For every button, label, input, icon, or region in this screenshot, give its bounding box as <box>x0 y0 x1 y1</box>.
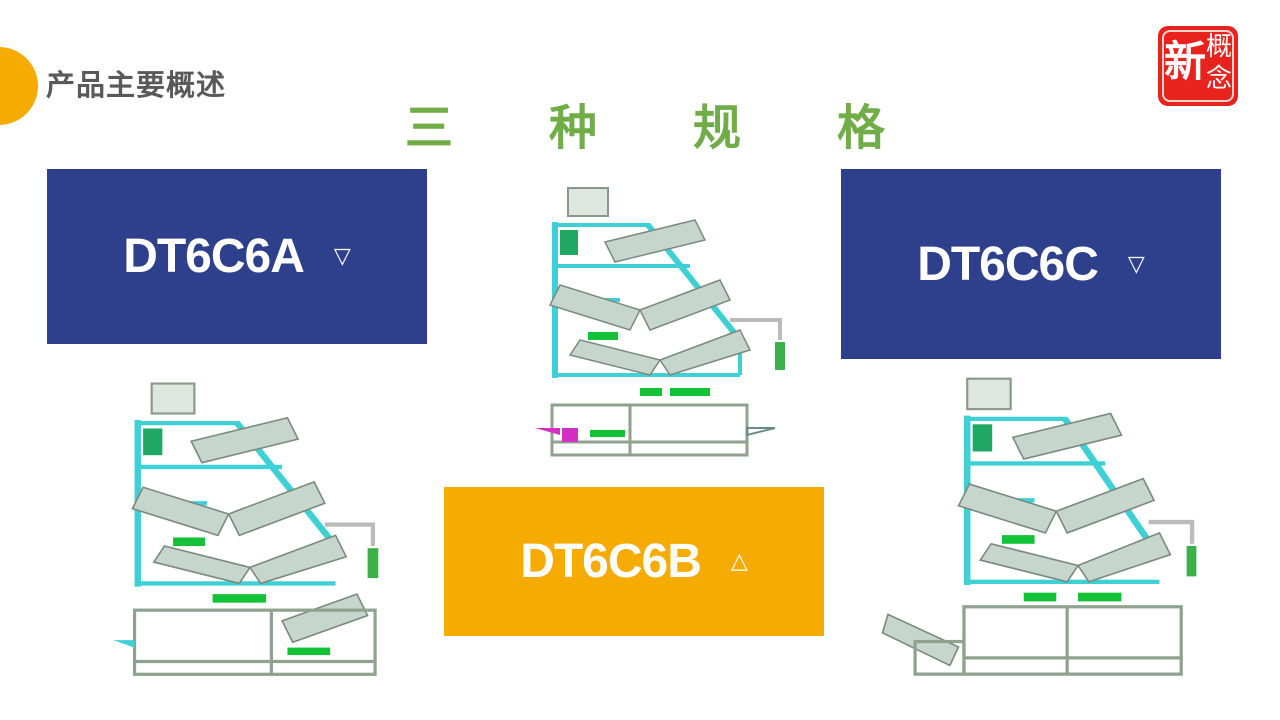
model-a-label: DT6C6A <box>123 230 305 283</box>
main-title-char: 三 <box>405 100 454 156</box>
triangle-up-icon: △ <box>730 549 748 574</box>
logo-char: 新 <box>1164 37 1207 86</box>
triangle-down-icon: ▽ <box>333 244 351 269</box>
main-title-char: 格 <box>836 100 885 156</box>
model-c-label: DT6C6C <box>917 237 1099 291</box>
model-b-box[interactable]: DT6C6B △ <box>444 487 824 636</box>
logo-char: 念 <box>1205 64 1232 94</box>
accent-circle <box>0 47 38 125</box>
main-title-char: 种 <box>548 100 597 156</box>
machine-drawing-b <box>535 187 785 457</box>
machine-drawing-c <box>881 377 1197 676</box>
main-title: 三 种 规 格 <box>405 88 885 158</box>
logo-seal: 新 概 念 <box>1158 26 1238 106</box>
machine-drawing-a <box>113 382 379 676</box>
main-title-char: 规 <box>692 100 741 156</box>
triangle-down-icon: ▽ <box>1127 251 1145 277</box>
model-b-label: DT6C6B <box>520 535 702 588</box>
section-title: 产品主要概述 <box>46 68 227 102</box>
logo-char: 概 <box>1205 32 1232 62</box>
model-a-box[interactable]: DT6C6A ▽ <box>47 169 427 344</box>
model-c-box[interactable]: DT6C6C ▽ <box>841 169 1221 359</box>
